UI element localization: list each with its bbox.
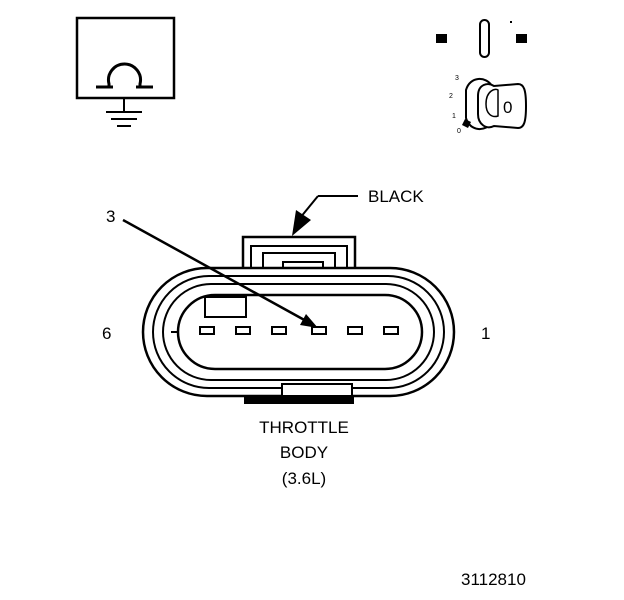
connector-name-line2: BODY — [280, 443, 328, 462]
terminal-cavity — [383, 326, 399, 335]
figure-number: 3112810 — [461, 570, 526, 589]
ignition-position-0: 0 — [457, 128, 461, 135]
ignition-position-1: 1 — [452, 113, 456, 120]
terminal-cavity — [199, 326, 215, 335]
ignition-position-2: 2 — [449, 93, 453, 100]
pin-1-label: 1 — [481, 324, 490, 343]
connector-bottom-tab — [244, 383, 354, 404]
ignition-position-3: 3 — [455, 75, 459, 82]
pin-callout-label: 3 — [106, 207, 115, 226]
terminal-cavity — [347, 326, 363, 335]
ignition-indicator-icon — [436, 19, 527, 58]
ignition-key-icon: 0 3 2 1 0 — [449, 75, 528, 135]
terminal-cavities — [199, 326, 399, 335]
terminal-cavity — [311, 326, 327, 335]
connector-name-line1: THROTTLE — [259, 418, 349, 437]
pin-6-label: 6 — [102, 324, 111, 343]
connector-name-line3: (3.6L) — [282, 469, 326, 488]
terminal-cavity — [271, 326, 287, 335]
connector-color-label: BLACK — [368, 187, 424, 206]
pin-callout-arrow — [122, 218, 318, 328]
ignition-key-label: 0 — [503, 98, 512, 117]
ground-icon — [106, 98, 142, 127]
color-callout-arrow — [292, 195, 358, 236]
connector-body — [141, 266, 456, 398]
terminal-cavity — [235, 326, 251, 335]
ohmmeter-icon — [75, 16, 176, 100]
